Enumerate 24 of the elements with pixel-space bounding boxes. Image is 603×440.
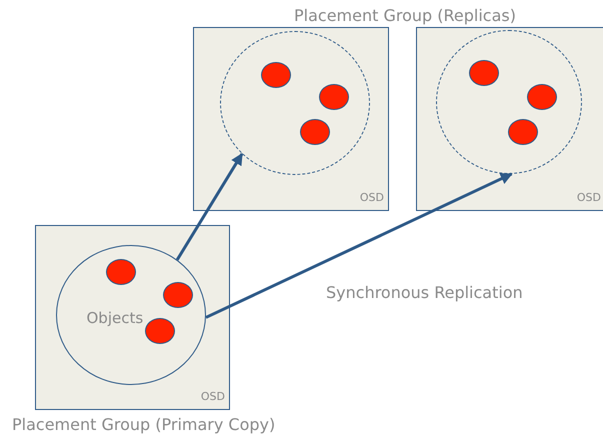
placement-group-circle [220, 30, 370, 174]
object-dot [319, 84, 349, 110]
object-dot [527, 84, 557, 110]
device-label: OSD [360, 191, 384, 204]
caption-text: Placement Group (Primary Copy) [12, 415, 276, 434]
object-dot [261, 62, 291, 88]
storage-device-box [193, 27, 389, 211]
object-dot [469, 60, 499, 86]
device-label: OSD [576, 191, 601, 204]
arrow [176, 152, 244, 261]
storage-device-box [35, 225, 230, 410]
object-dot [106, 259, 136, 285]
caption-text: Synchronous Replication [326, 283, 523, 302]
storage-device-box [416, 27, 603, 211]
node-label: Objects [86, 308, 144, 326]
caption-text: Placement Group (Replicas) [294, 6, 516, 25]
object-dot [508, 119, 538, 145]
object-dot [145, 318, 175, 344]
object-dot [163, 282, 193, 308]
device-label: OSD [200, 390, 225, 403]
placement-group-circle [436, 30, 582, 174]
arrow [205, 172, 513, 319]
object-dot [300, 119, 330, 145]
placement-group-circle [56, 244, 206, 384]
